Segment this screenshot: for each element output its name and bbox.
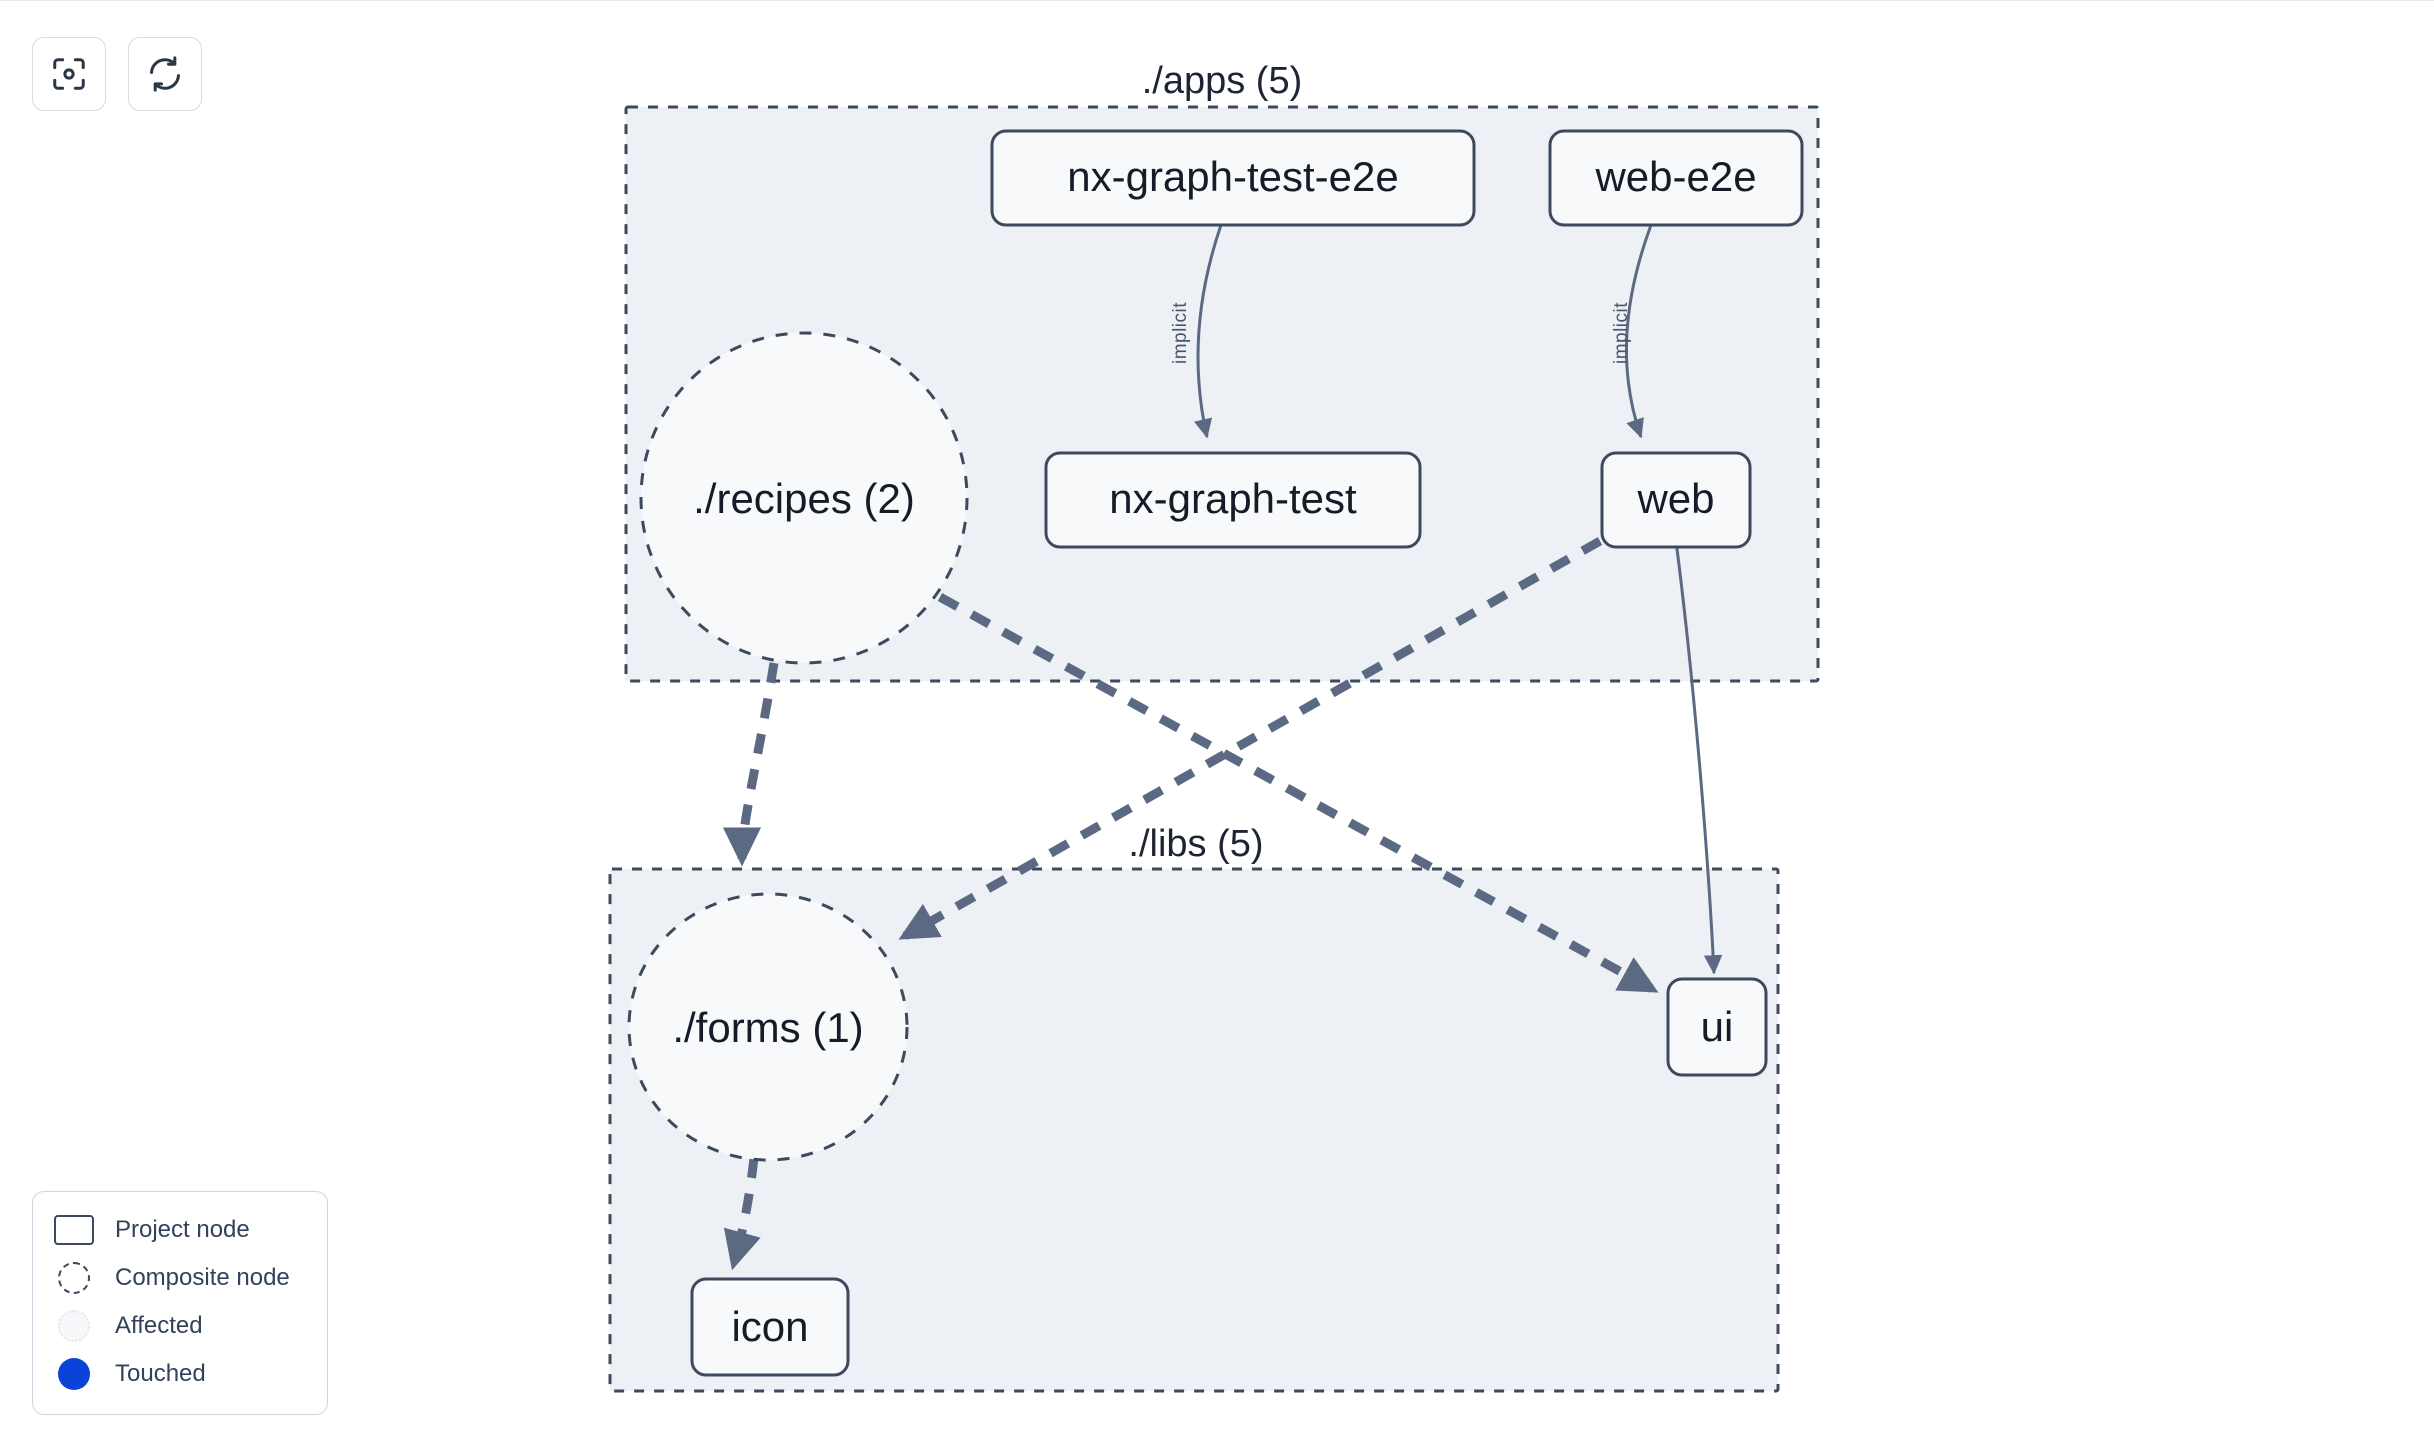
- legend-item-composite-node: Composite node: [51, 1254, 309, 1302]
- legend-label: Affected: [115, 1314, 203, 1338]
- node-web[interactable]: web: [1602, 453, 1750, 547]
- refresh-icon: [146, 55, 184, 93]
- node-nx-graph-test[interactable]: nx-graph-test: [1046, 453, 1420, 547]
- node-recipes-composite[interactable]: ./recipes (2): [641, 333, 967, 663]
- node-label: ./forms (1): [672, 1004, 863, 1051]
- legend-label: Composite node: [115, 1266, 290, 1290]
- legend-label: Touched: [115, 1362, 206, 1386]
- edge-label-implicit-2: implicit: [1611, 302, 1632, 364]
- project-node-swatch-icon: [51, 1213, 97, 1247]
- composite-node-swatch-icon: [51, 1261, 97, 1295]
- node-ui[interactable]: ui: [1668, 979, 1766, 1075]
- node-label: nx-graph-test: [1109, 475, 1357, 522]
- edge-path[interactable]: [742, 663, 774, 859]
- edge-label-implicit-1: implicit: [1170, 302, 1191, 364]
- node-label: ui: [1701, 1003, 1734, 1050]
- graph-legend: Project node Composite node Affected Tou…: [32, 1191, 328, 1415]
- node-nx-graph-test-e2e[interactable]: nx-graph-test-e2e: [992, 131, 1474, 225]
- group-libs-label: ./libs (5): [1128, 823, 1263, 865]
- refresh-graph-button[interactable]: [128, 37, 202, 111]
- legend-label: Project node: [115, 1218, 250, 1242]
- graph-toolbar: [32, 37, 202, 111]
- legend-item-touched: Touched: [51, 1350, 309, 1398]
- legend-item-affected: Affected: [51, 1302, 309, 1350]
- node-label: ./recipes (2): [693, 475, 915, 522]
- node-label: web: [1636, 475, 1714, 522]
- node-label: nx-graph-test-e2e: [1067, 153, 1399, 200]
- affected-swatch-icon: [51, 1309, 97, 1343]
- focus-graph-button[interactable]: [32, 37, 106, 111]
- node-label: web-e2e: [1594, 153, 1756, 200]
- edge-recipes-to-forms[interactable]: [742, 663, 774, 859]
- legend-item-project-node: Project node: [51, 1206, 309, 1254]
- node-web-e2e[interactable]: web-e2e: [1550, 131, 1802, 225]
- node-label: icon: [731, 1303, 808, 1350]
- viewfinder-icon: [50, 55, 88, 93]
- node-forms-composite[interactable]: ./forms (1): [629, 894, 907, 1160]
- node-icon[interactable]: icon: [692, 1279, 848, 1375]
- touched-swatch-icon: [51, 1357, 97, 1391]
- group-apps-label: ./apps (5): [1142, 60, 1303, 102]
